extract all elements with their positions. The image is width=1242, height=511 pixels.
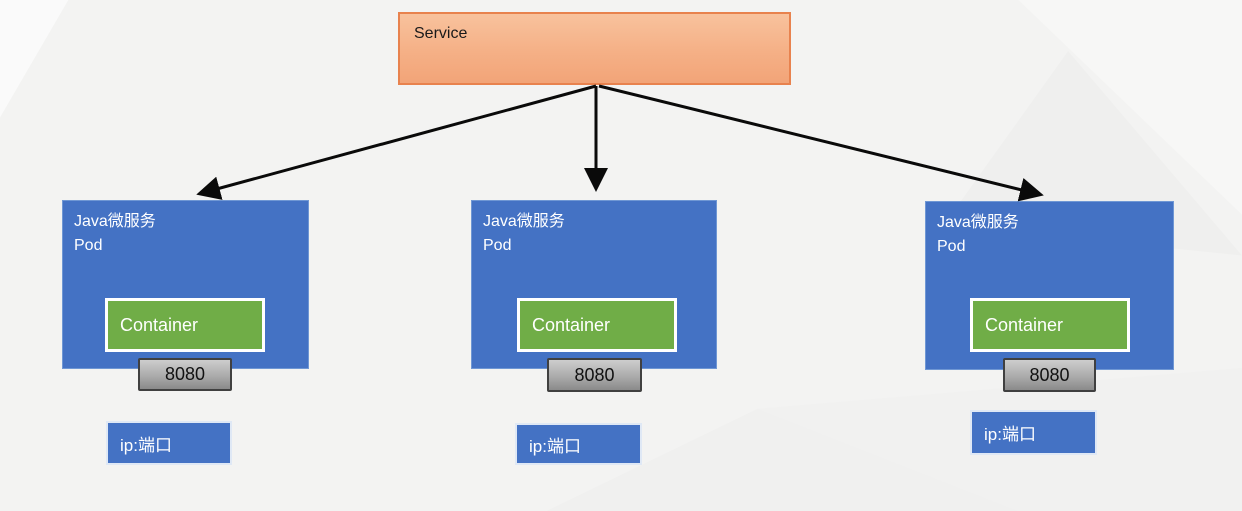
endpoint-node-2: ip:端口 bbox=[515, 423, 642, 465]
pod-name-line2: Pod bbox=[74, 237, 103, 254]
service-label: Service bbox=[414, 25, 468, 42]
port-label: 8080 bbox=[574, 364, 615, 385]
pod-title: Java微服务 Pod bbox=[926, 202, 1173, 259]
arrow-service-to-pod-3 bbox=[598, 84, 1044, 202]
pod-name-line1: Java微服务 bbox=[937, 214, 1019, 231]
pod-name-line1: Java微服务 bbox=[483, 213, 565, 230]
endpoint-label: ip:端口 bbox=[984, 425, 1036, 444]
pod-name-line2: Pod bbox=[937, 238, 966, 255]
arrow-service-to-pod-1 bbox=[196, 84, 597, 200]
pod-title: Java微服务 Pod bbox=[472, 201, 716, 258]
service-node: Service bbox=[398, 12, 791, 85]
pod-node-2: Java微服务 Pod Container 8080 bbox=[471, 200, 717, 392]
endpoint-node-3: ip:端口 bbox=[970, 410, 1097, 455]
container-node: Container bbox=[517, 298, 677, 352]
port-node: 8080 bbox=[138, 358, 232, 391]
port-node: 8080 bbox=[547, 358, 642, 392]
container-node: Container bbox=[105, 298, 265, 352]
port-label: 8080 bbox=[1029, 364, 1070, 385]
container-label: Container bbox=[532, 314, 611, 335]
pod-title: Java微服务 Pod bbox=[63, 201, 308, 258]
pod-node-3: Java微服务 Pod Container 8080 bbox=[925, 201, 1174, 392]
pod-node-1: Java微服务 Pod Container 8080 bbox=[62, 200, 309, 391]
port-node: 8080 bbox=[1003, 358, 1096, 392]
endpoint-label: ip:端口 bbox=[120, 435, 172, 455]
container-node: Container bbox=[970, 298, 1130, 352]
port-label: 8080 bbox=[164, 364, 206, 384]
endpoint-label: ip:端口 bbox=[529, 436, 581, 456]
container-label: Container bbox=[985, 314, 1064, 335]
endpoint-node-1: ip:端口 bbox=[106, 421, 232, 465]
container-label: Container bbox=[120, 314, 199, 335]
pod-name-line2: Pod bbox=[483, 237, 512, 254]
pod-name-line1: Java微服务 bbox=[74, 213, 156, 230]
